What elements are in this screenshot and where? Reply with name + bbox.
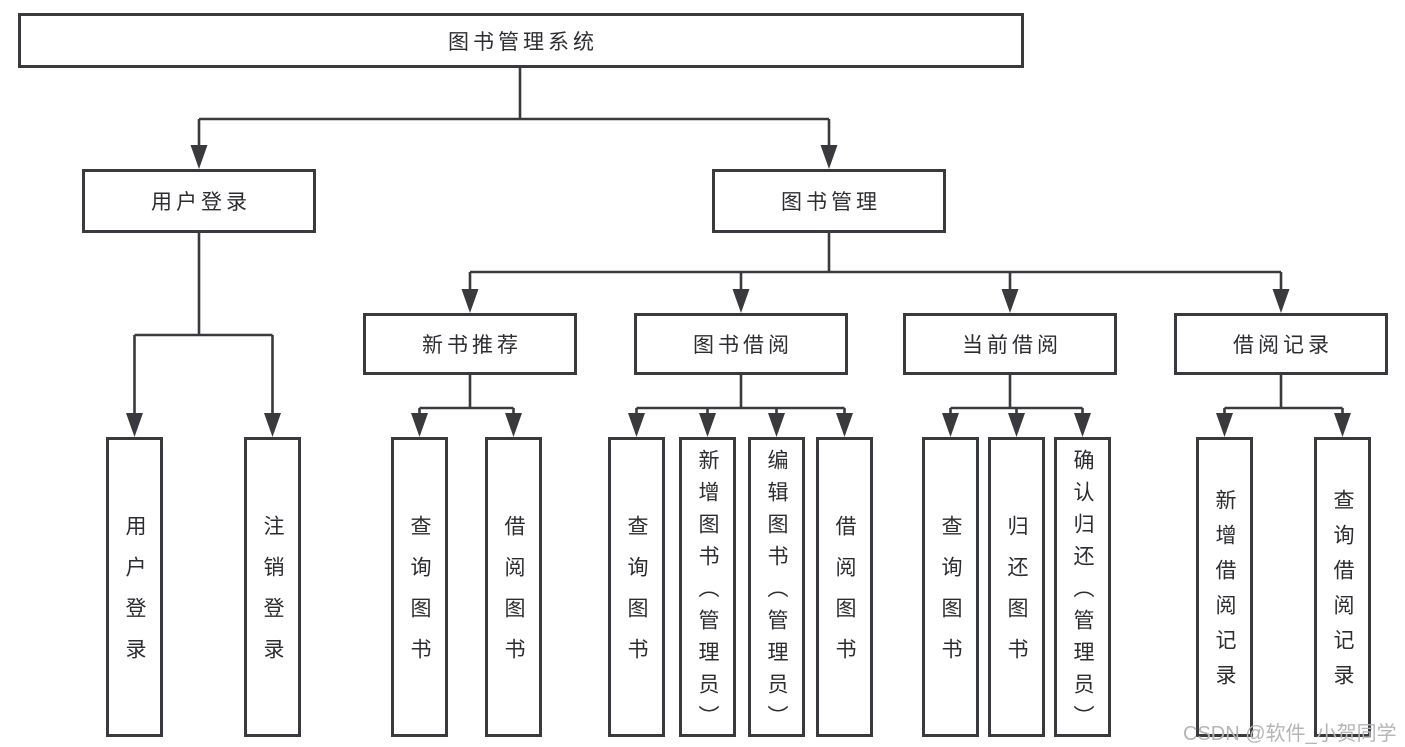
- node-user-login-label: 用户登录: [151, 191, 251, 214]
- node-borrow-records-label: 借阅记录: [1233, 334, 1333, 357]
- node-library-system-label: 图书管理系统: [448, 30, 598, 54]
- leaf-add-borrow-record-label: 新增借阅记录: [1213, 489, 1236, 699]
- leaf-query-books-recommend: 查询图书: [391, 437, 448, 737]
- leaf-query-books-current: 查询图书: [922, 437, 979, 737]
- leaf-query-books-borrow: 查询图书: [608, 437, 665, 737]
- csdn-watermark: CSDN @软件_小贺同学: [1183, 723, 1397, 745]
- node-borrow-records: 借阅记录: [1174, 313, 1388, 375]
- node-new-book-recommendation-label: 新书推荐: [422, 334, 522, 357]
- leaf-return-books: 归还图书: [988, 437, 1045, 737]
- leaf-edit-book-admin: 编辑图书（管理员）: [748, 437, 805, 737]
- leaf-query-borrow-record-label: 查询借阅记录: [1331, 489, 1354, 699]
- leaf-add-book-admin: 新增图书（管理员）: [679, 437, 736, 737]
- leaf-confirm-return-admin: 确认归还（管理员）: [1054, 437, 1111, 737]
- leaf-query-books-recommend-label: 查询图书: [408, 515, 431, 679]
- leaf-add-book-admin-label: 新增图书（管理员）: [696, 448, 719, 737]
- node-book-management: 图书管理: [712, 169, 946, 233]
- leaf-user-login: 用户登录: [106, 437, 163, 737]
- node-library-system: 图书管理系统: [18, 13, 1024, 68]
- leaf-query-books-borrow-label: 查询图书: [625, 515, 648, 679]
- leaf-logout-login: 注销登录: [244, 437, 301, 737]
- leaf-confirm-return-admin-label: 确认归还（管理员）: [1071, 448, 1094, 737]
- node-book-management-label: 图书管理: [781, 191, 881, 214]
- leaf-add-borrow-record: 新增借阅记录: [1196, 437, 1253, 737]
- leaf-return-books-label: 归还图书: [1005, 515, 1028, 679]
- leaf-user-login-label: 用户登录: [123, 515, 146, 679]
- leaf-edit-book-admin-label: 编辑图书（管理员）: [765, 448, 788, 737]
- node-book-borrow: 图书借阅: [634, 313, 848, 375]
- leaf-borrow-books-recommend-label: 借阅图书: [502, 515, 525, 679]
- leaf-borrow-books-borrow: 借阅图书: [816, 437, 873, 737]
- leaf-query-borrow-record: 查询借阅记录: [1314, 437, 1371, 737]
- leaf-borrow-books-borrow-label: 借阅图书: [833, 515, 856, 679]
- leaf-logout-login-label: 注销登录: [261, 515, 284, 679]
- node-new-book-recommendation: 新书推荐: [363, 313, 577, 375]
- leaf-query-books-current-label: 查询图书: [939, 515, 962, 679]
- leaf-borrow-books-recommend: 借阅图书: [485, 437, 542, 737]
- node-current-borrow: 当前借阅: [903, 313, 1117, 375]
- node-book-borrow-label: 图书借阅: [693, 334, 793, 357]
- node-current-borrow-label: 当前借阅: [962, 334, 1062, 357]
- node-user-login: 用户登录: [82, 169, 316, 233]
